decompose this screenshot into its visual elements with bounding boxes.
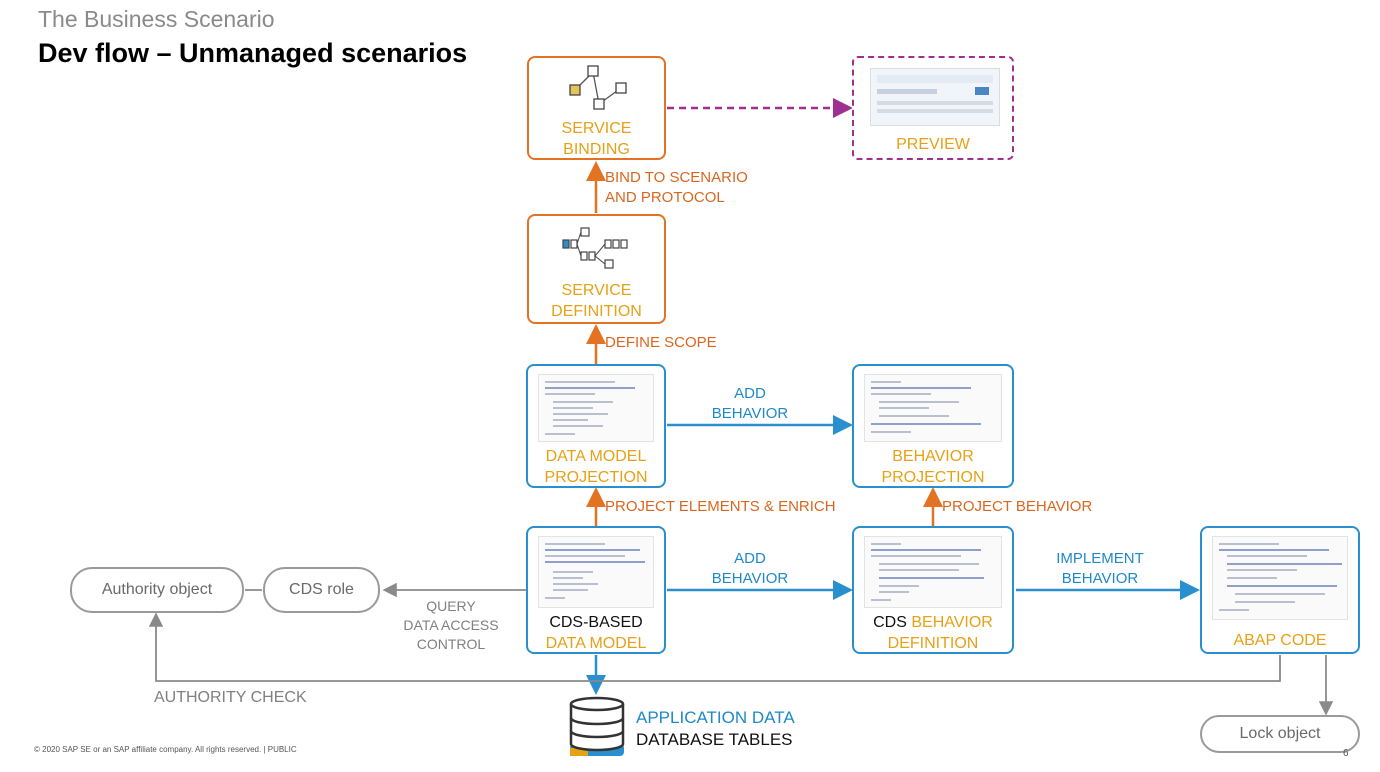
cds-behavior-word: BEHAVIOR: [911, 614, 993, 631]
data-model-projection-label-2: PROJECTION: [544, 469, 648, 486]
behavior-projection-code-thumbnail: [864, 374, 1002, 442]
implement-behavior-label-2: BEHAVIOR: [1061, 570, 1139, 587]
cds-behavior-definition-label-2: DEFINITION: [887, 635, 979, 652]
bind-label: BIND TO SCENARIO AND PROTOCOL: [605, 168, 748, 208]
behavior-definition-code-thumbnail: [864, 536, 1002, 608]
data-model-projection-label-1: DATA MODEL: [545, 448, 647, 465]
preview-label: PREVIEW: [896, 136, 970, 153]
query-dac-label-2: DATA ACCESS: [403, 617, 499, 633]
abap-code-node[interactable]: ABAP CODE: [1200, 526, 1360, 654]
add-behavior-bottom-label-1: ADD: [734, 550, 766, 567]
behavior-projection-node[interactable]: BEHAVIOR PROJECTION: [852, 364, 1014, 488]
projection-code-thumbnail: [538, 374, 654, 442]
service-binding-icon: [569, 65, 627, 110]
service-binding-label-1: SERVICE: [561, 120, 632, 137]
page-title: Dev flow – Unmanaged scenarios: [38, 38, 468, 68]
add-behavior-top-label-2: BEHAVIOR: [711, 405, 789, 422]
project-elements-label: PROJECT ELEMENTS & ENRICH: [605, 498, 836, 515]
arrow-authority-check: [148, 612, 1281, 682]
cds-behavior-prefix: CDS: [873, 614, 912, 631]
authority-object-node[interactable]: Authority object: [70, 567, 244, 613]
project-behavior-label: PROJECT BEHAVIOR: [942, 498, 1093, 515]
copyright-footer: © 2020 SAP SE or an SAP affiliate compan…: [34, 745, 297, 754]
service-definition-node[interactable]: SERVICE DEFINITION: [527, 214, 666, 324]
bind-label-2: AND PROTOCOL: [605, 189, 725, 206]
authority-check-label: AUTHORITY CHECK: [154, 689, 307, 706]
add-behavior-top-label: ADD BEHAVIOR: [700, 384, 800, 424]
abap-code-label: ABAP CODE: [1233, 632, 1327, 649]
cds-data-model-label-1: CDS-BASED: [549, 614, 643, 631]
query-dac-label-3: CONTROL: [416, 636, 486, 652]
service-definition-label-1: SERVICE: [561, 282, 632, 299]
cds-data-model-label-2: DATA MODEL: [545, 635, 647, 652]
add-behavior-bottom-label: ADD BEHAVIOR: [700, 549, 800, 589]
service-definition-label-2: DEFINITION: [551, 303, 642, 320]
service-binding-node[interactable]: SERVICE BINDING: [527, 56, 666, 160]
cds-behavior-definition-node[interactable]: CDS BEHAVIOR DEFINITION: [852, 526, 1014, 654]
query-dac-label: QUERY DATA ACCESS CONTROL: [388, 597, 514, 654]
add-behavior-bottom-label-2: BEHAVIOR: [711, 570, 789, 587]
behavior-projection-label-2: PROJECTION: [881, 469, 985, 486]
data-model-projection-node[interactable]: DATA MODEL PROJECTION: [526, 364, 666, 488]
bind-label-1: BIND TO SCENARIO: [605, 169, 748, 186]
cds-role-node[interactable]: CDS role: [263, 567, 380, 613]
preview-node[interactable]: PREVIEW: [852, 56, 1014, 160]
page-number: 6: [1343, 748, 1349, 759]
behavior-projection-label-1: BEHAVIOR: [892, 448, 974, 465]
add-behavior-top-label-1: ADD: [734, 385, 766, 402]
database-tables-label: DATABASE TABLES: [636, 730, 793, 749]
lock-object-node[interactable]: Lock object: [1200, 715, 1360, 753]
implement-behavior-label: IMPLEMENT BEHAVIOR: [1040, 549, 1160, 589]
cds-data-model-node[interactable]: CDS-BASED DATA MODEL: [526, 526, 666, 654]
preview-thumbnail: [870, 68, 1000, 126]
cds-code-thumbnail: [538, 536, 654, 608]
application-data-label: APPLICATION DATA: [636, 708, 795, 727]
database-icon: [569, 696, 625, 756]
implement-behavior-label-1: IMPLEMENT: [1056, 550, 1144, 567]
service-definition-icon: [562, 227, 628, 269]
define-scope-label: DEFINE SCOPE: [605, 334, 717, 351]
cds-behavior-definition-label-1: CDS BEHAVIOR: [854, 612, 1012, 633]
abap-code-thumbnail: [1212, 536, 1348, 620]
page-subtitle: The Business Scenario: [38, 6, 275, 32]
service-binding-label-2: BINDING: [563, 141, 630, 158]
query-dac-label-1: QUERY: [426, 598, 476, 614]
